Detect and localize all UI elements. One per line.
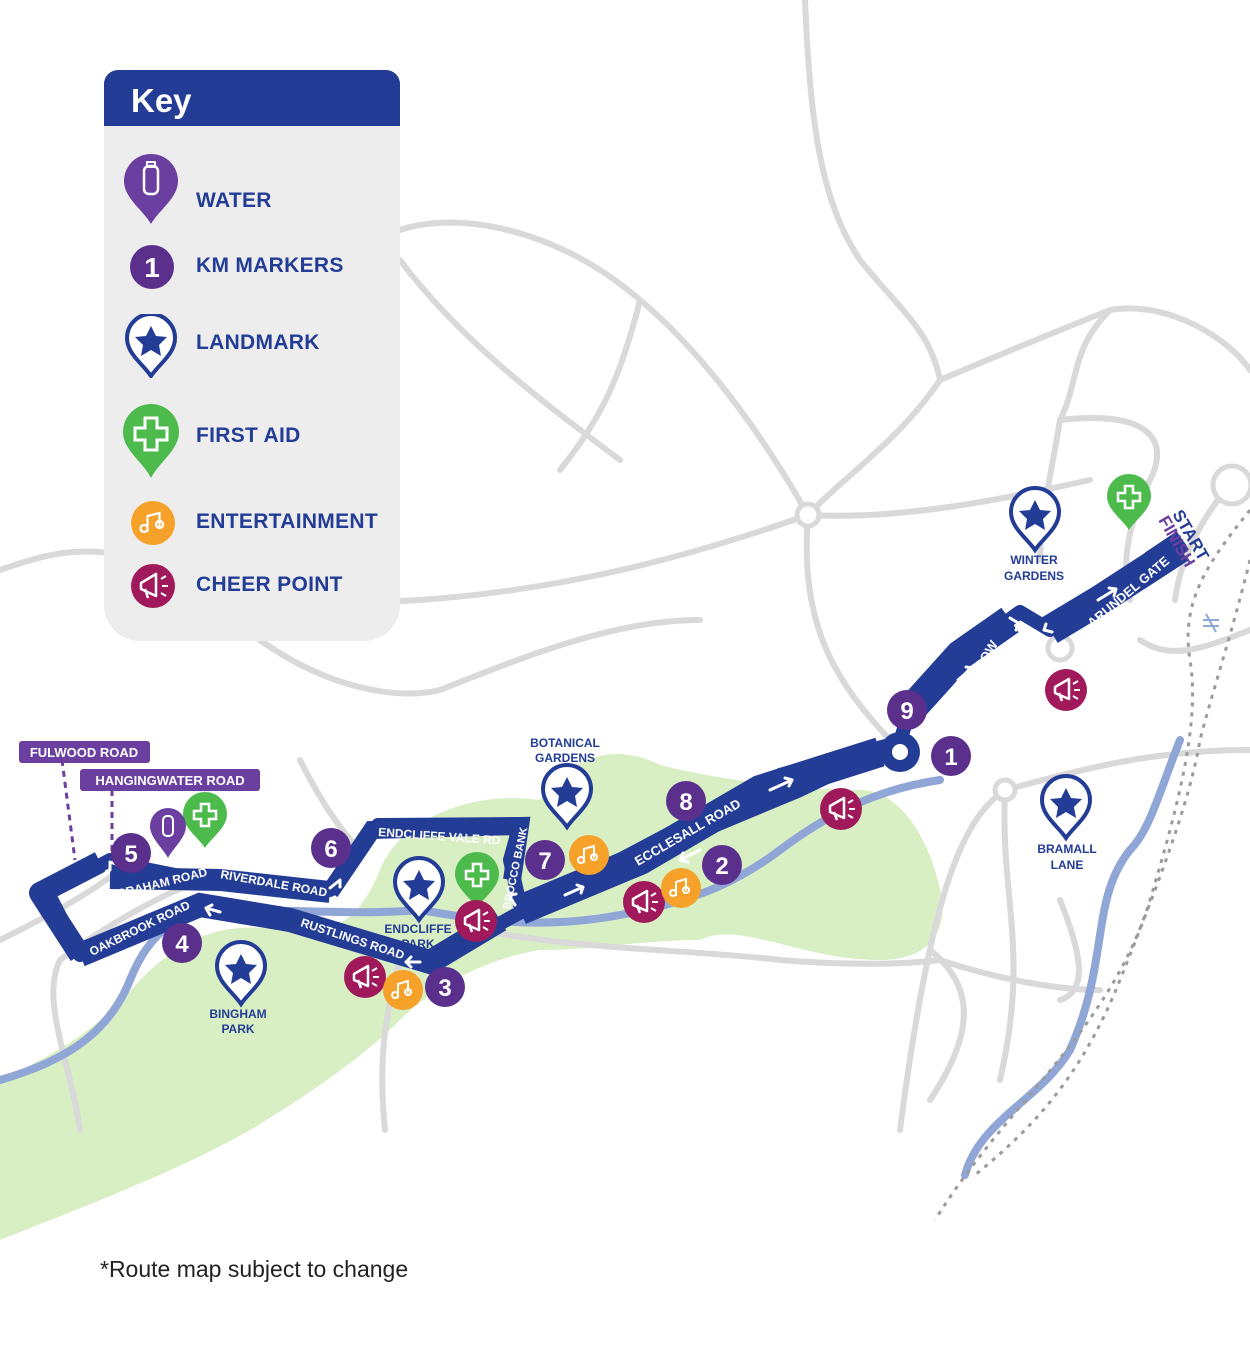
landmark-label: WINTER: [1010, 553, 1058, 567]
km-marker-2: 2: [702, 845, 742, 885]
music-note-icon: [568, 834, 610, 876]
megaphone-icon: [453, 898, 499, 944]
landmark-label: BINGHAM: [209, 1007, 266, 1021]
km-marker-7: 7: [525, 840, 565, 880]
railway-line: [933, 509, 1250, 1221]
callout-hangingwater-road: HANGINGWATER ROAD: [80, 769, 260, 858]
callout-hangingwater-label: HANGINGWATER ROAD: [95, 773, 244, 788]
km-marker-number: 4: [175, 931, 189, 958]
landmark-label: ENDCLIFFE: [384, 922, 451, 936]
water-bottle-pin-icon: [149, 807, 187, 859]
first-aid-cross-pin-icon: [181, 790, 229, 850]
music-note-icon: [660, 867, 702, 909]
landmark-label: PARK: [221, 1022, 254, 1036]
rail-station-icon: [1203, 613, 1219, 633]
key-item-entertainment: ENTERTAINMENT: [104, 500, 400, 560]
km-marker-number: 3: [438, 975, 451, 1002]
route-disclaimer-note: *Route map subject to change: [100, 1256, 409, 1282]
km-marker-6: 6: [311, 828, 351, 868]
key-label: ENTERTAINMENT: [196, 510, 378, 533]
first-aid-cross-pin-icon: [1105, 472, 1153, 532]
key-item-landmark: LANDMARK: [104, 314, 400, 378]
km-markers: 1 2 3 4 5 6 7 8 9: [111, 690, 971, 1007]
key-label: CHEER POINT: [196, 573, 343, 596]
callout-fulwood-label: FULWOOD ROAD: [30, 745, 138, 760]
megaphone-icon: [1043, 667, 1089, 713]
km-marker-number: 5: [124, 841, 137, 868]
megaphone-icon: [818, 786, 864, 832]
key-title: Key: [104, 70, 400, 126]
km-marker-number: 2: [715, 853, 728, 880]
first-aid-cross-pin-icon: [123, 404, 179, 478]
landmark-label: LANE: [1051, 858, 1084, 872]
km-marker-8: 8: [666, 781, 706, 821]
megaphone-icon: [621, 879, 667, 925]
landmark-endcliffe-park: ENDCLIFFE PARK: [384, 856, 452, 951]
km-marker-4: 4: [162, 923, 202, 963]
key-label: LANDMARK: [196, 331, 320, 354]
water-points: [149, 807, 187, 859]
key-item-water: WATER: [104, 154, 400, 224]
landmark-label: BRAMALL: [1037, 842, 1096, 856]
map-key-panel: Key WATER 1 KM MARKERS LANDMARK FIRST AI…: [104, 70, 400, 641]
music-note-icon: [382, 969, 424, 1011]
key-item-cheer-point: CHEER POINT: [104, 563, 400, 623]
key-item-first-aid: FIRST AID: [104, 404, 400, 478]
music-note-icon: [131, 501, 175, 545]
landmark-winter-gardens: WINTER GARDENS: [1004, 486, 1064, 583]
km-marker-number: 7: [538, 848, 551, 875]
landmarks: BOTANICAL GARDENS ENDCLIFFE PARK BINGHAM…: [209, 486, 1097, 1036]
race-route: [29, 531, 1189, 976]
megaphone-icon: [342, 954, 388, 1000]
km-marker-1: 1: [931, 736, 971, 776]
key-label: WATER: [196, 189, 272, 212]
callout-fulwood-road: FULWOOD ROAD: [19, 741, 150, 861]
water-bottle-pin-icon: [124, 154, 178, 224]
km-marker-number: 1: [944, 744, 957, 771]
landmark-bingham-park: BINGHAM PARK: [209, 940, 267, 1036]
megaphone-icon: [131, 564, 175, 608]
km-marker-number: 8: [679, 789, 692, 816]
key-label: FIRST AID: [196, 424, 301, 447]
landmark-label: GARDENS: [535, 751, 595, 765]
landmark-label: BOTANICAL: [530, 736, 600, 750]
landmark-botanical-gardens: BOTANICAL GARDENS: [530, 736, 600, 829]
km-marker-badge: 1: [144, 252, 160, 283]
km-marker-number: 9: [900, 698, 913, 725]
landmark-label: GARDENS: [1004, 569, 1064, 583]
landmark-bramall-lane: BRAMALL LANE: [1037, 774, 1097, 872]
landmark-label: PARK: [401, 937, 434, 951]
km-marker-3: 3: [425, 967, 465, 1007]
key-label: KM MARKERS: [196, 254, 344, 277]
key-item-km-markers: 1 KM MARKERS: [104, 244, 400, 304]
km-marker-number: 6: [324, 836, 337, 863]
km-marker-icon: 1: [130, 245, 174, 289]
km-marker-9: 9: [887, 690, 927, 730]
km-marker-5: 5: [111, 833, 151, 873]
landmark-star-pin-icon: [124, 314, 178, 378]
